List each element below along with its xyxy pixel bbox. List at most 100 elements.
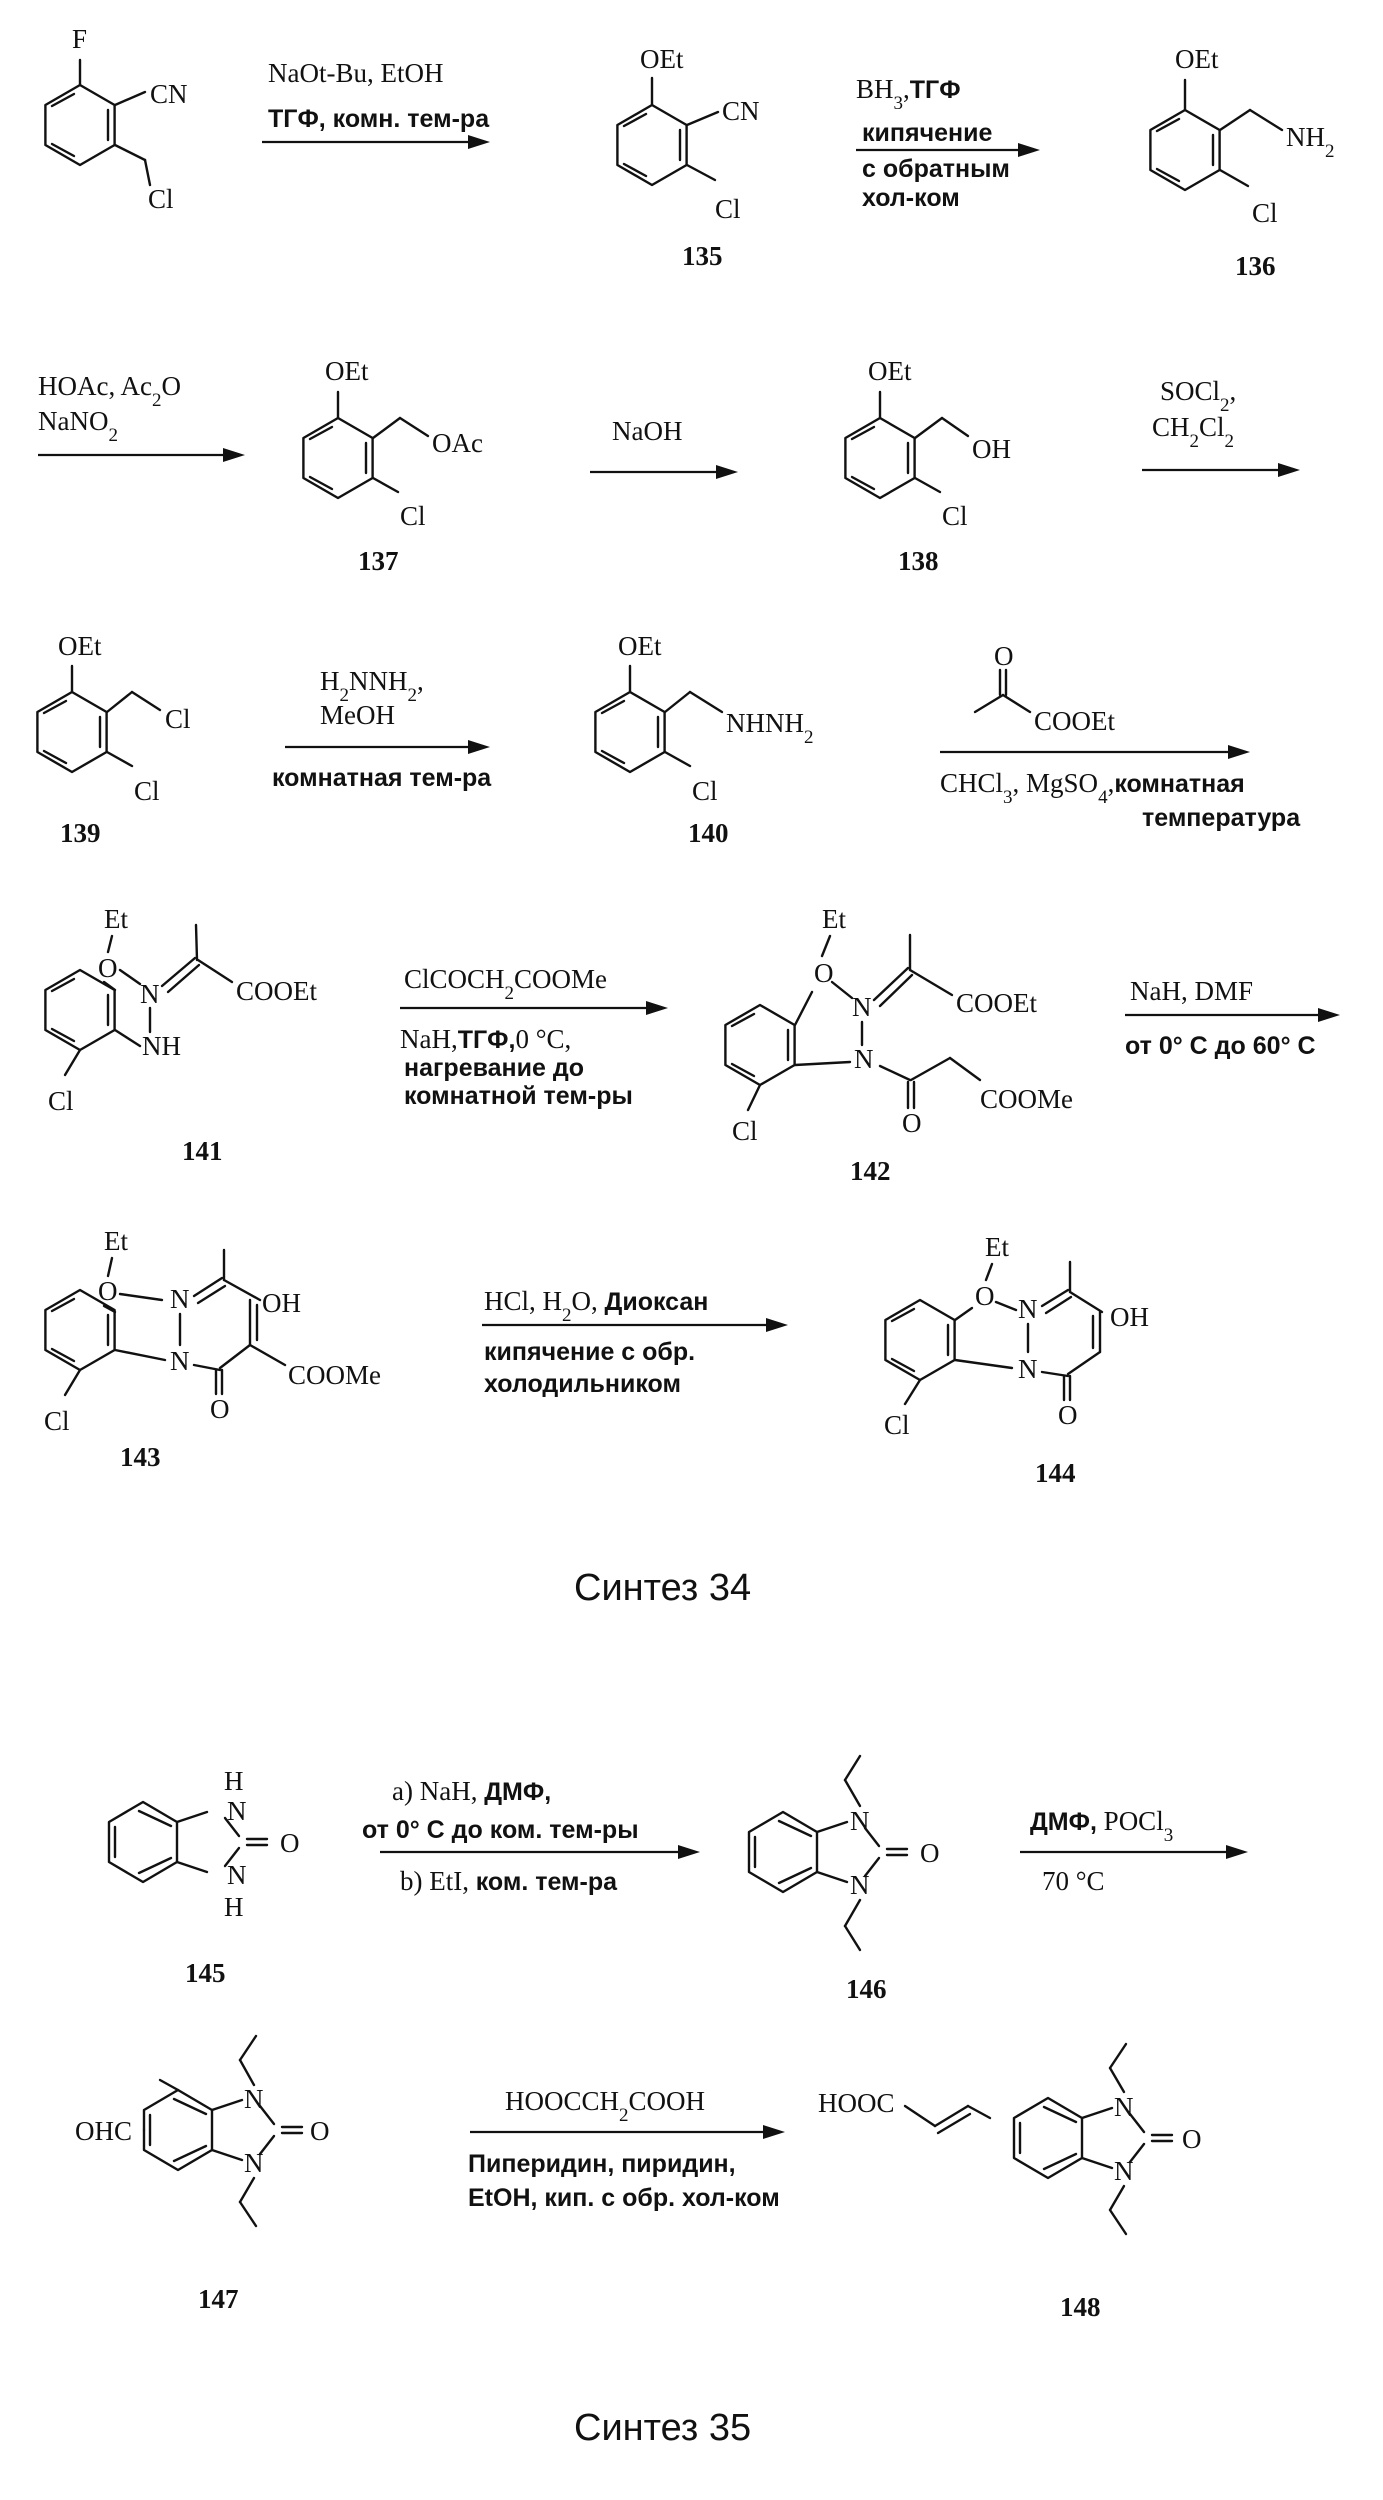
reagent-7-top: COOEt — [1034, 706, 1115, 736]
compound-140: OEt NHNH2 Cl 140 — [595, 631, 813, 848]
arrow-step-13: HOOCCH2COOH Пиперидин, пиридин, EtOH, ки… — [468, 2086, 785, 2212]
atom-n: N — [227, 1860, 247, 1890]
reagent-2-line-3: хол-ком — [862, 184, 960, 212]
reagent-5-bottom: CH2Cl2 — [1152, 412, 1234, 452]
reagent-12-top: ДМФ, POCl3 — [1030, 1806, 1173, 1846]
reagent-1-bottom: ТГФ, комн. тем-ра — [268, 105, 490, 133]
compound-137: OEt OAc Cl 137 — [303, 356, 483, 576]
atom-nhnh2: NHNH2 — [726, 708, 814, 748]
atom-et: Et — [104, 1226, 128, 1256]
atom-o: O — [280, 1828, 300, 1858]
arrow-step-6: H2NNH2, MeOH комнатная тем-ра — [272, 666, 492, 792]
reagent-2-line-2: с обратным — [862, 155, 1010, 183]
reagent-10-line-3: холодильником — [484, 1370, 681, 1398]
compound-146: N N O 146 — [749, 1756, 940, 2004]
atom-oet: OEt — [868, 356, 912, 386]
atom-n: N — [854, 1044, 874, 1074]
atom-cl: Cl — [942, 501, 968, 531]
arrow-step-9: NaH, DMF от 0° C до 60° C — [1125, 976, 1340, 1060]
compound-148: HOOC N N O 148 — [818, 2044, 1202, 2322]
atom-cl: Cl — [732, 1116, 758, 1146]
compound-135: OEt CN Cl 135 — [617, 44, 759, 271]
compound-145: N N H H O 145 — [109, 1766, 300, 1988]
atom-hooc: HOOC — [818, 2088, 895, 2118]
atom-cl: Cl — [400, 501, 426, 531]
atom-n: N — [850, 1870, 870, 1900]
reagent-13-line-2: EtOH, кип. с обр. хол-ком — [468, 2184, 780, 2212]
atom-cl: Cl — [44, 1406, 70, 1436]
atom-n: N — [1018, 1354, 1038, 1384]
atom-cl: Cl — [1252, 198, 1278, 228]
reagent-8-top: ClCOCH2COOMe — [404, 964, 607, 1004]
atom-et: Et — [104, 904, 128, 934]
atom-oac: OAc — [432, 428, 483, 458]
reagent-11-top: a) NaH, ДМФ, — [392, 1776, 551, 1806]
atom-cl: Cl — [134, 776, 160, 806]
reagent-13-line-1: Пиперидин, пиридин, — [468, 2150, 736, 2178]
atom-nh2: NH2 — [1286, 122, 1335, 162]
atom-cl: Cl — [165, 704, 191, 734]
atom-et: Et — [822, 904, 846, 934]
atom-n: N — [140, 979, 160, 1009]
reagent-11-bottom: b) EtI, ком. тем-ра — [400, 1866, 618, 1896]
label-148: 148 — [1060, 2292, 1101, 2322]
reagent-10-line-2: кипячение с обр. — [484, 1338, 695, 1366]
atom-o: O — [1058, 1400, 1078, 1430]
atom-oh: OH — [1110, 1302, 1149, 1332]
atom-et: Et — [985, 1232, 1009, 1262]
atom-n: N — [170, 1346, 190, 1376]
atom-o: O — [994, 641, 1014, 671]
reagent-3-top: HOAc, Ac2O — [38, 371, 181, 411]
compound-143: Et O N N OH COOMe O Cl 143 — [44, 1226, 381, 1472]
atom-nh: NH — [142, 1031, 181, 1061]
atom-oh: OH — [262, 1288, 301, 1318]
reagent-8-mid: NaH,ТГФ,0 °C, — [400, 1024, 571, 1054]
scheme-35-title: Синтез 35 — [574, 2407, 751, 2449]
arrow-step-4: NaOH — [590, 416, 738, 479]
reagent-6-bottom: комнатная тем-ра — [272, 764, 492, 792]
label-147: 147 — [198, 2284, 239, 2314]
arrow-step-8: ClCOCH2COOMe NaH,ТГФ,0 °C, нагревание до… — [400, 964, 668, 1110]
reagent-6-mid: MeOH — [320, 700, 395, 730]
compound-138: OEt OH Cl 138 — [845, 356, 1011, 576]
label-138: 138 — [898, 546, 939, 576]
atom-n: N — [244, 2148, 264, 2178]
atom-f: F — [72, 24, 87, 54]
atom-o: O — [310, 2116, 330, 2146]
label-140: 140 — [688, 818, 729, 848]
reagent-3-bottom: NaNO2 — [38, 406, 118, 446]
atom-oet: OEt — [618, 631, 662, 661]
reagent-13-top: HOOCCH2COOH — [505, 2086, 705, 2126]
scheme-34-title: Синтез 34 — [574, 1567, 751, 1609]
compound-139: OEt Cl Cl 139 — [37, 631, 190, 848]
atom-n: N — [1018, 1294, 1038, 1324]
atom-oh: OH — [972, 434, 1011, 464]
reagent-12-bottom: 70 °C — [1042, 1866, 1105, 1896]
label-145: 145 — [185, 1958, 226, 1988]
atom-cl: Cl — [884, 1410, 910, 1440]
atom-o: O — [814, 958, 834, 988]
label-143: 143 — [120, 1442, 161, 1472]
reagent-7-mid: CHCl3, MgSO4,комнатная — [940, 768, 1245, 808]
atom-ohc: OHC — [75, 2116, 132, 2146]
atom-cooet: COOEt — [956, 988, 1037, 1018]
label-144: 144 — [1035, 1458, 1076, 1488]
arrow-step-2: BH3,ТГФ кипячение с обратным хол-ком — [856, 74, 1040, 212]
compound-147: OHC N N O 147 — [75, 2036, 330, 2314]
label-136: 136 — [1235, 251, 1276, 281]
atom-n: N — [1114, 2092, 1134, 2122]
atom-o: O — [98, 1276, 118, 1306]
atom-h: H — [224, 1766, 244, 1796]
reagent-2-top: BH3,ТГФ — [856, 74, 961, 114]
arrow-step-12: ДМФ, POCl3 70 °C — [1020, 1806, 1248, 1896]
arrow-step-3: HOAc, Ac2O NaNO2 — [38, 371, 245, 462]
atom-oet: OEt — [1175, 44, 1219, 74]
atom-cn: CN — [150, 79, 188, 109]
atom-cooet: COOEt — [236, 976, 317, 1006]
arrow-step-10: HCl, H2O, Диоксан кипячение с обр. холод… — [482, 1286, 788, 1398]
reagent-7-bottom: температура — [1142, 804, 1301, 832]
reagent-11-mid: от 0° C до ком. тем-ры — [362, 1816, 639, 1844]
atom-o: O — [210, 1394, 230, 1424]
atom-cl: Cl — [48, 1086, 74, 1116]
